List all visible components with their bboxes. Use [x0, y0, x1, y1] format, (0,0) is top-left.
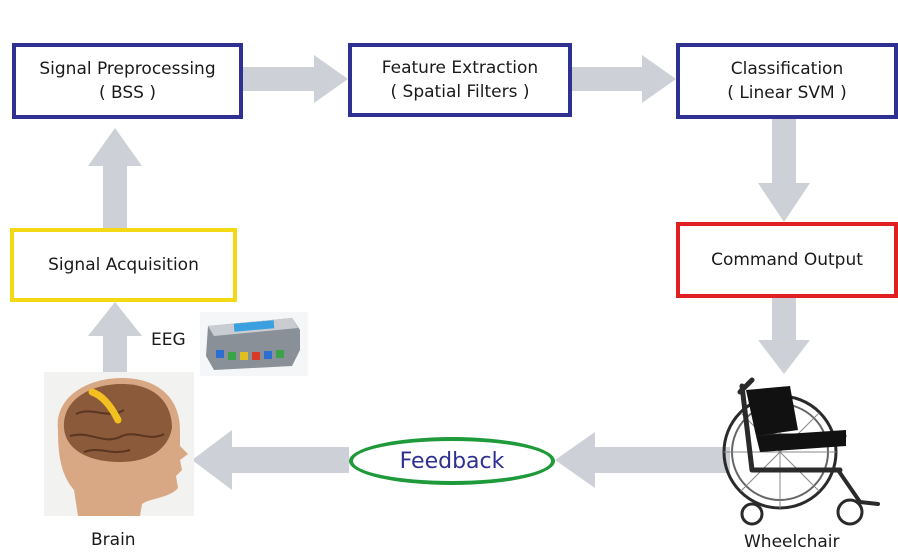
signal-preprocessing-box: Signal Preprocessing ( BSS ): [12, 43, 243, 119]
feature-extraction-title: Feature Extraction: [381, 58, 539, 78]
eeg-label: EEG: [151, 330, 186, 350]
command-output-box: Command Output: [676, 222, 898, 298]
arrow-brain-to-acquisition: [88, 302, 142, 372]
signal-acquisition-box: Signal Acquisition: [10, 228, 237, 302]
arrow-acquisition-to-preprocessing: [88, 128, 142, 228]
signal-preprocessing-title: Signal Preprocessing: [39, 59, 216, 79]
classification-box: Classification ( Linear SVM ): [676, 43, 898, 119]
arrow-wheelchair-to-feedback: [555, 432, 730, 488]
arrow-feedback-to-brain: [192, 430, 349, 490]
classification-title: Classification: [730, 59, 844, 79]
wheelchair-label: Wheelchair: [744, 532, 840, 552]
arrow-command-to-wheelchair: [758, 298, 810, 374]
classification-method: ( Linear SVM ): [727, 83, 847, 103]
arrow-classification-to-command: [758, 119, 810, 222]
arrow-features-to-classification: [572, 55, 676, 103]
feedback-ellipse: Feedback: [349, 437, 555, 485]
feedback-label: Feedback: [399, 448, 505, 474]
feature-extraction-box: Feature Extraction ( Spatial Filters ): [348, 43, 572, 117]
brain-label: Brain: [91, 530, 136, 550]
signal-preprocessing-method: ( BSS ): [98, 83, 157, 103]
signal-acquisition-title: Signal Acquisition: [48, 255, 199, 275]
command-output-title: Command Output: [711, 250, 863, 270]
feature-extraction-method: ( Spatial Filters ): [390, 82, 530, 102]
arrow-preprocessing-to-features: [243, 55, 348, 103]
